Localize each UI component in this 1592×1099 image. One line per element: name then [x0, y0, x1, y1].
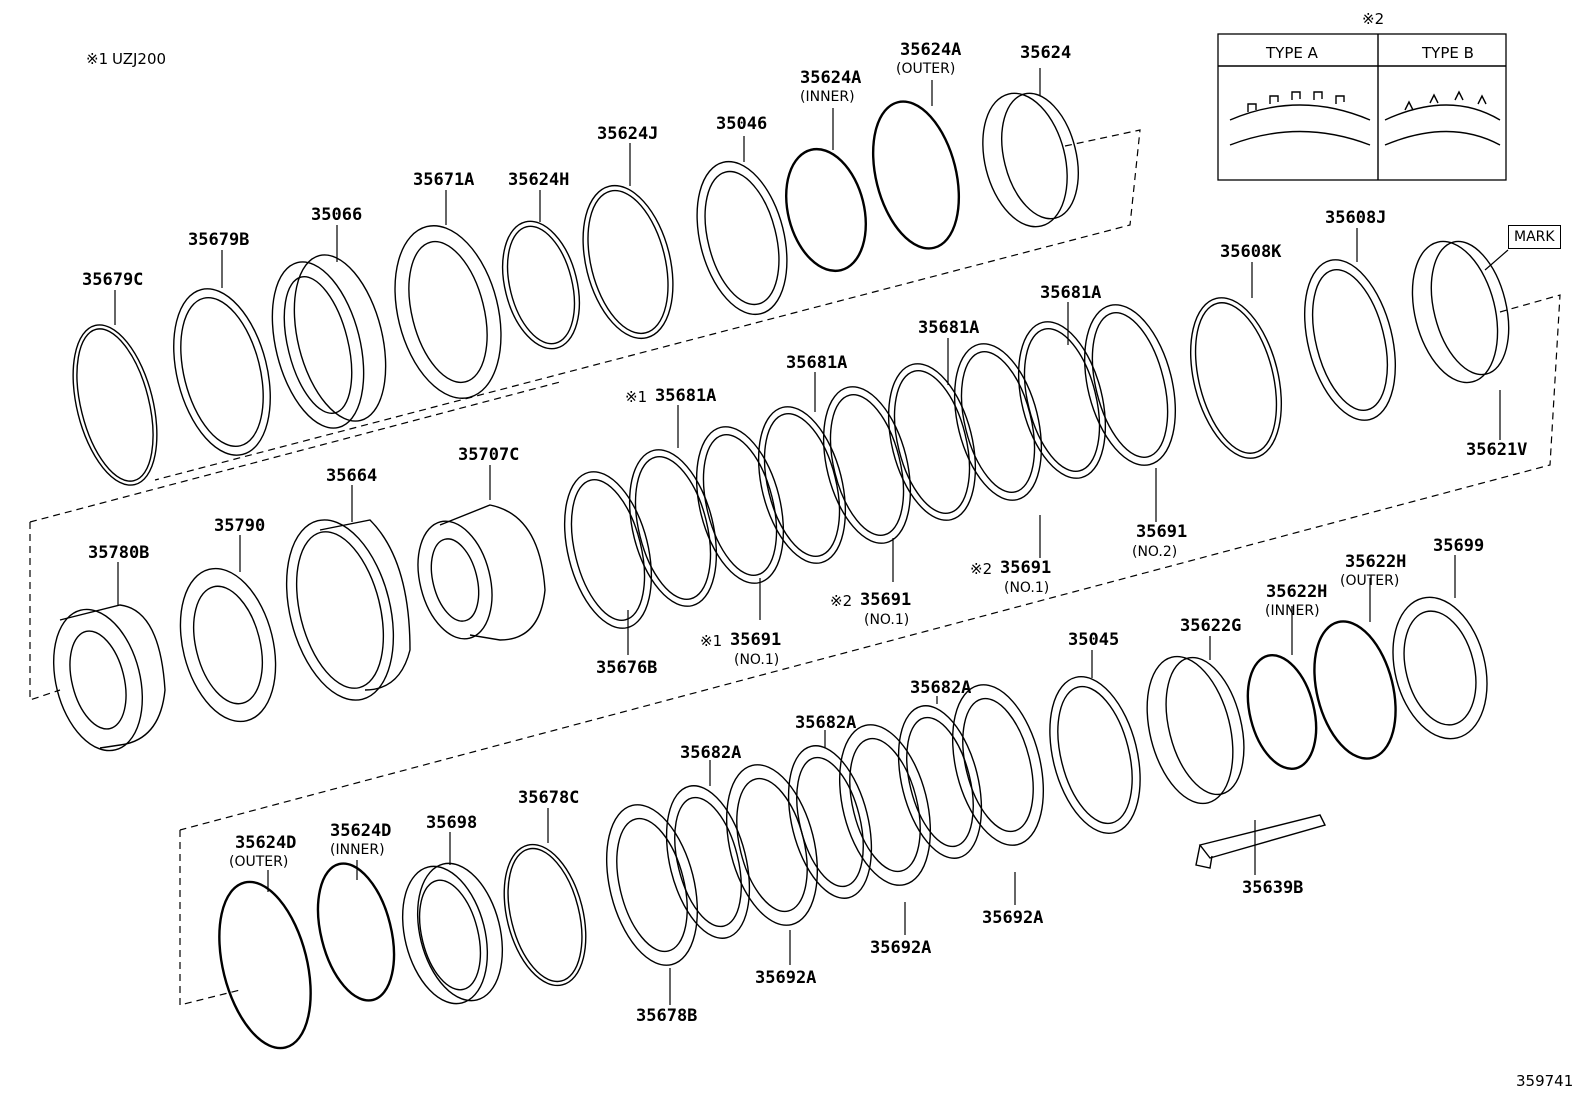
part-label[interactable]: 35682A — [910, 678, 972, 698]
part-label[interactable]: 35691 — [1136, 522, 1188, 542]
part-label[interactable]: 35790 — [214, 516, 266, 536]
note-symbol-1: ※1 — [700, 632, 723, 650]
part-35699-retainer — [1392, 596, 1488, 740]
part-35621V-retainer — [1411, 240, 1510, 384]
note-symbol-2: ※2 — [970, 560, 993, 578]
part-label[interactable]: 35681A — [1040, 283, 1102, 303]
clutch-discs-row3 — [605, 684, 1045, 966]
part-label[interactable]: 35046 — [716, 114, 768, 134]
part-35624A-outer-ring — [871, 100, 961, 250]
part-35066-clutch-pack — [271, 254, 387, 429]
part-label[interactable]: 35624H — [508, 170, 570, 190]
part-label[interactable]: 35622H — [1266, 582, 1328, 602]
part-label[interactable]: 35624D — [235, 833, 297, 853]
part-35624J-ring — [582, 184, 674, 340]
part-sublabel: (NO.2) — [1132, 544, 1178, 560]
part-label[interactable]: 35624J — [597, 124, 659, 144]
part-label[interactable]: 35624A — [900, 40, 962, 60]
leader-lines — [114, 68, 1509, 1005]
group-boundary-lines — [29, 129, 1561, 1006]
part-35622G-piston — [1146, 655, 1245, 805]
part-35624A-inner-ring — [784, 147, 868, 273]
part-35790-gear — [179, 567, 277, 723]
part-35624H-ring — [501, 220, 581, 350]
part-label[interactable]: 35608K — [1220, 242, 1282, 262]
part-35678C-ring — [503, 843, 587, 987]
part-35045-spring — [1049, 676, 1141, 834]
part-35664-drum — [285, 519, 411, 701]
part-label[interactable]: 35682A — [795, 713, 857, 733]
type-ab-inset — [1217, 33, 1507, 181]
part-label[interactable]: 35621V — [1466, 440, 1528, 460]
part-sublabel: (INNER) — [800, 89, 855, 105]
part-label[interactable]: 35664 — [326, 466, 378, 486]
part-label[interactable]: 35045 — [1068, 630, 1120, 650]
part-label[interactable]: 35624A — [800, 68, 862, 88]
part-label[interactable]: 35679B — [188, 230, 250, 250]
part-sublabel: (OUTER) — [229, 854, 289, 870]
part-label[interactable]: 35691 — [1000, 558, 1052, 578]
part-label[interactable]: 35692A — [982, 908, 1044, 928]
part-35622H-inner-ring — [1246, 653, 1318, 771]
part-35624-retainer — [982, 92, 1079, 228]
part-35639B-bracket — [1195, 814, 1327, 869]
part-35622H-outer-ring — [1313, 620, 1397, 760]
part-label[interactable]: 35691 — [860, 590, 912, 610]
part-sublabel: (INNER) — [330, 842, 385, 858]
note-model-uzj200: UZJ200 — [112, 50, 167, 68]
type-a-label: TYPE A — [1266, 44, 1318, 62]
type-b-label: TYPE B — [1422, 44, 1474, 62]
diagram-number: 359741 — [1516, 1072, 1574, 1090]
part-35624D-outer-ring — [218, 880, 312, 1050]
clutch-discs-row2 — [563, 304, 1177, 629]
note-symbol-2: ※2 — [1362, 10, 1385, 28]
part-35679C-ring — [72, 324, 158, 486]
part-35698-retainer — [401, 862, 504, 1005]
part-35671A-piston — [394, 225, 502, 399]
part-label[interactable]: 35671A — [413, 170, 475, 190]
part-label[interactable]: 35676B — [596, 658, 658, 678]
part-label[interactable]: 35608J — [1325, 208, 1387, 228]
part-label[interactable]: 35622G — [1180, 616, 1242, 636]
part-label[interactable]: 35699 — [1433, 536, 1485, 556]
mark-callout: MARK — [1508, 225, 1561, 249]
part-label[interactable]: 35681A — [655, 386, 717, 406]
part-label[interactable]: 35681A — [918, 318, 980, 338]
part-label[interactable]: 35066 — [311, 205, 363, 225]
part-35780B-drum — [52, 604, 166, 752]
part-35624D-inner-ring — [316, 862, 396, 1002]
note-symbol-1: ※1 — [625, 388, 648, 406]
part-label[interactable]: 35780B — [88, 543, 150, 563]
part-label[interactable]: 35679C — [82, 270, 144, 290]
part-label[interactable]: 35692A — [870, 938, 932, 958]
part-sublabel: (OUTER) — [896, 61, 956, 77]
note-symbol-1: ※1 — [86, 50, 109, 68]
part-35046-spring — [696, 160, 788, 316]
part-sublabel: (NO.1) — [734, 652, 780, 668]
part-sublabel: (INNER) — [1265, 603, 1320, 619]
part-label[interactable]: 35698 — [426, 813, 478, 833]
part-35608K-ring — [1189, 297, 1283, 459]
part-35679B-plate — [173, 288, 271, 456]
part-sublabel: (NO.1) — [1004, 580, 1050, 596]
part-sublabel: (OUTER) — [1340, 573, 1400, 589]
part-label[interactable]: 35624 — [1020, 43, 1072, 63]
part-label[interactable]: 35639B — [1242, 878, 1304, 898]
part-label[interactable]: 35678B — [636, 1006, 698, 1026]
part-label[interactable]: 35624D — [330, 821, 392, 841]
note-symbol-2: ※2 — [830, 592, 853, 610]
part-label[interactable]: 35681A — [786, 353, 848, 373]
part-label[interactable]: 35622H — [1345, 552, 1407, 572]
part-35608J-spring — [1303, 259, 1397, 421]
part-label[interactable]: 35678C — [518, 788, 580, 808]
part-label[interactable]: 35692A — [755, 968, 817, 988]
part-35707C-hub — [417, 504, 546, 641]
part-label[interactable]: 35682A — [680, 743, 742, 763]
part-label[interactable]: 35691 — [730, 630, 782, 650]
part-label[interactable]: 35707C — [458, 445, 520, 465]
part-sublabel: (NO.1) — [864, 612, 910, 628]
